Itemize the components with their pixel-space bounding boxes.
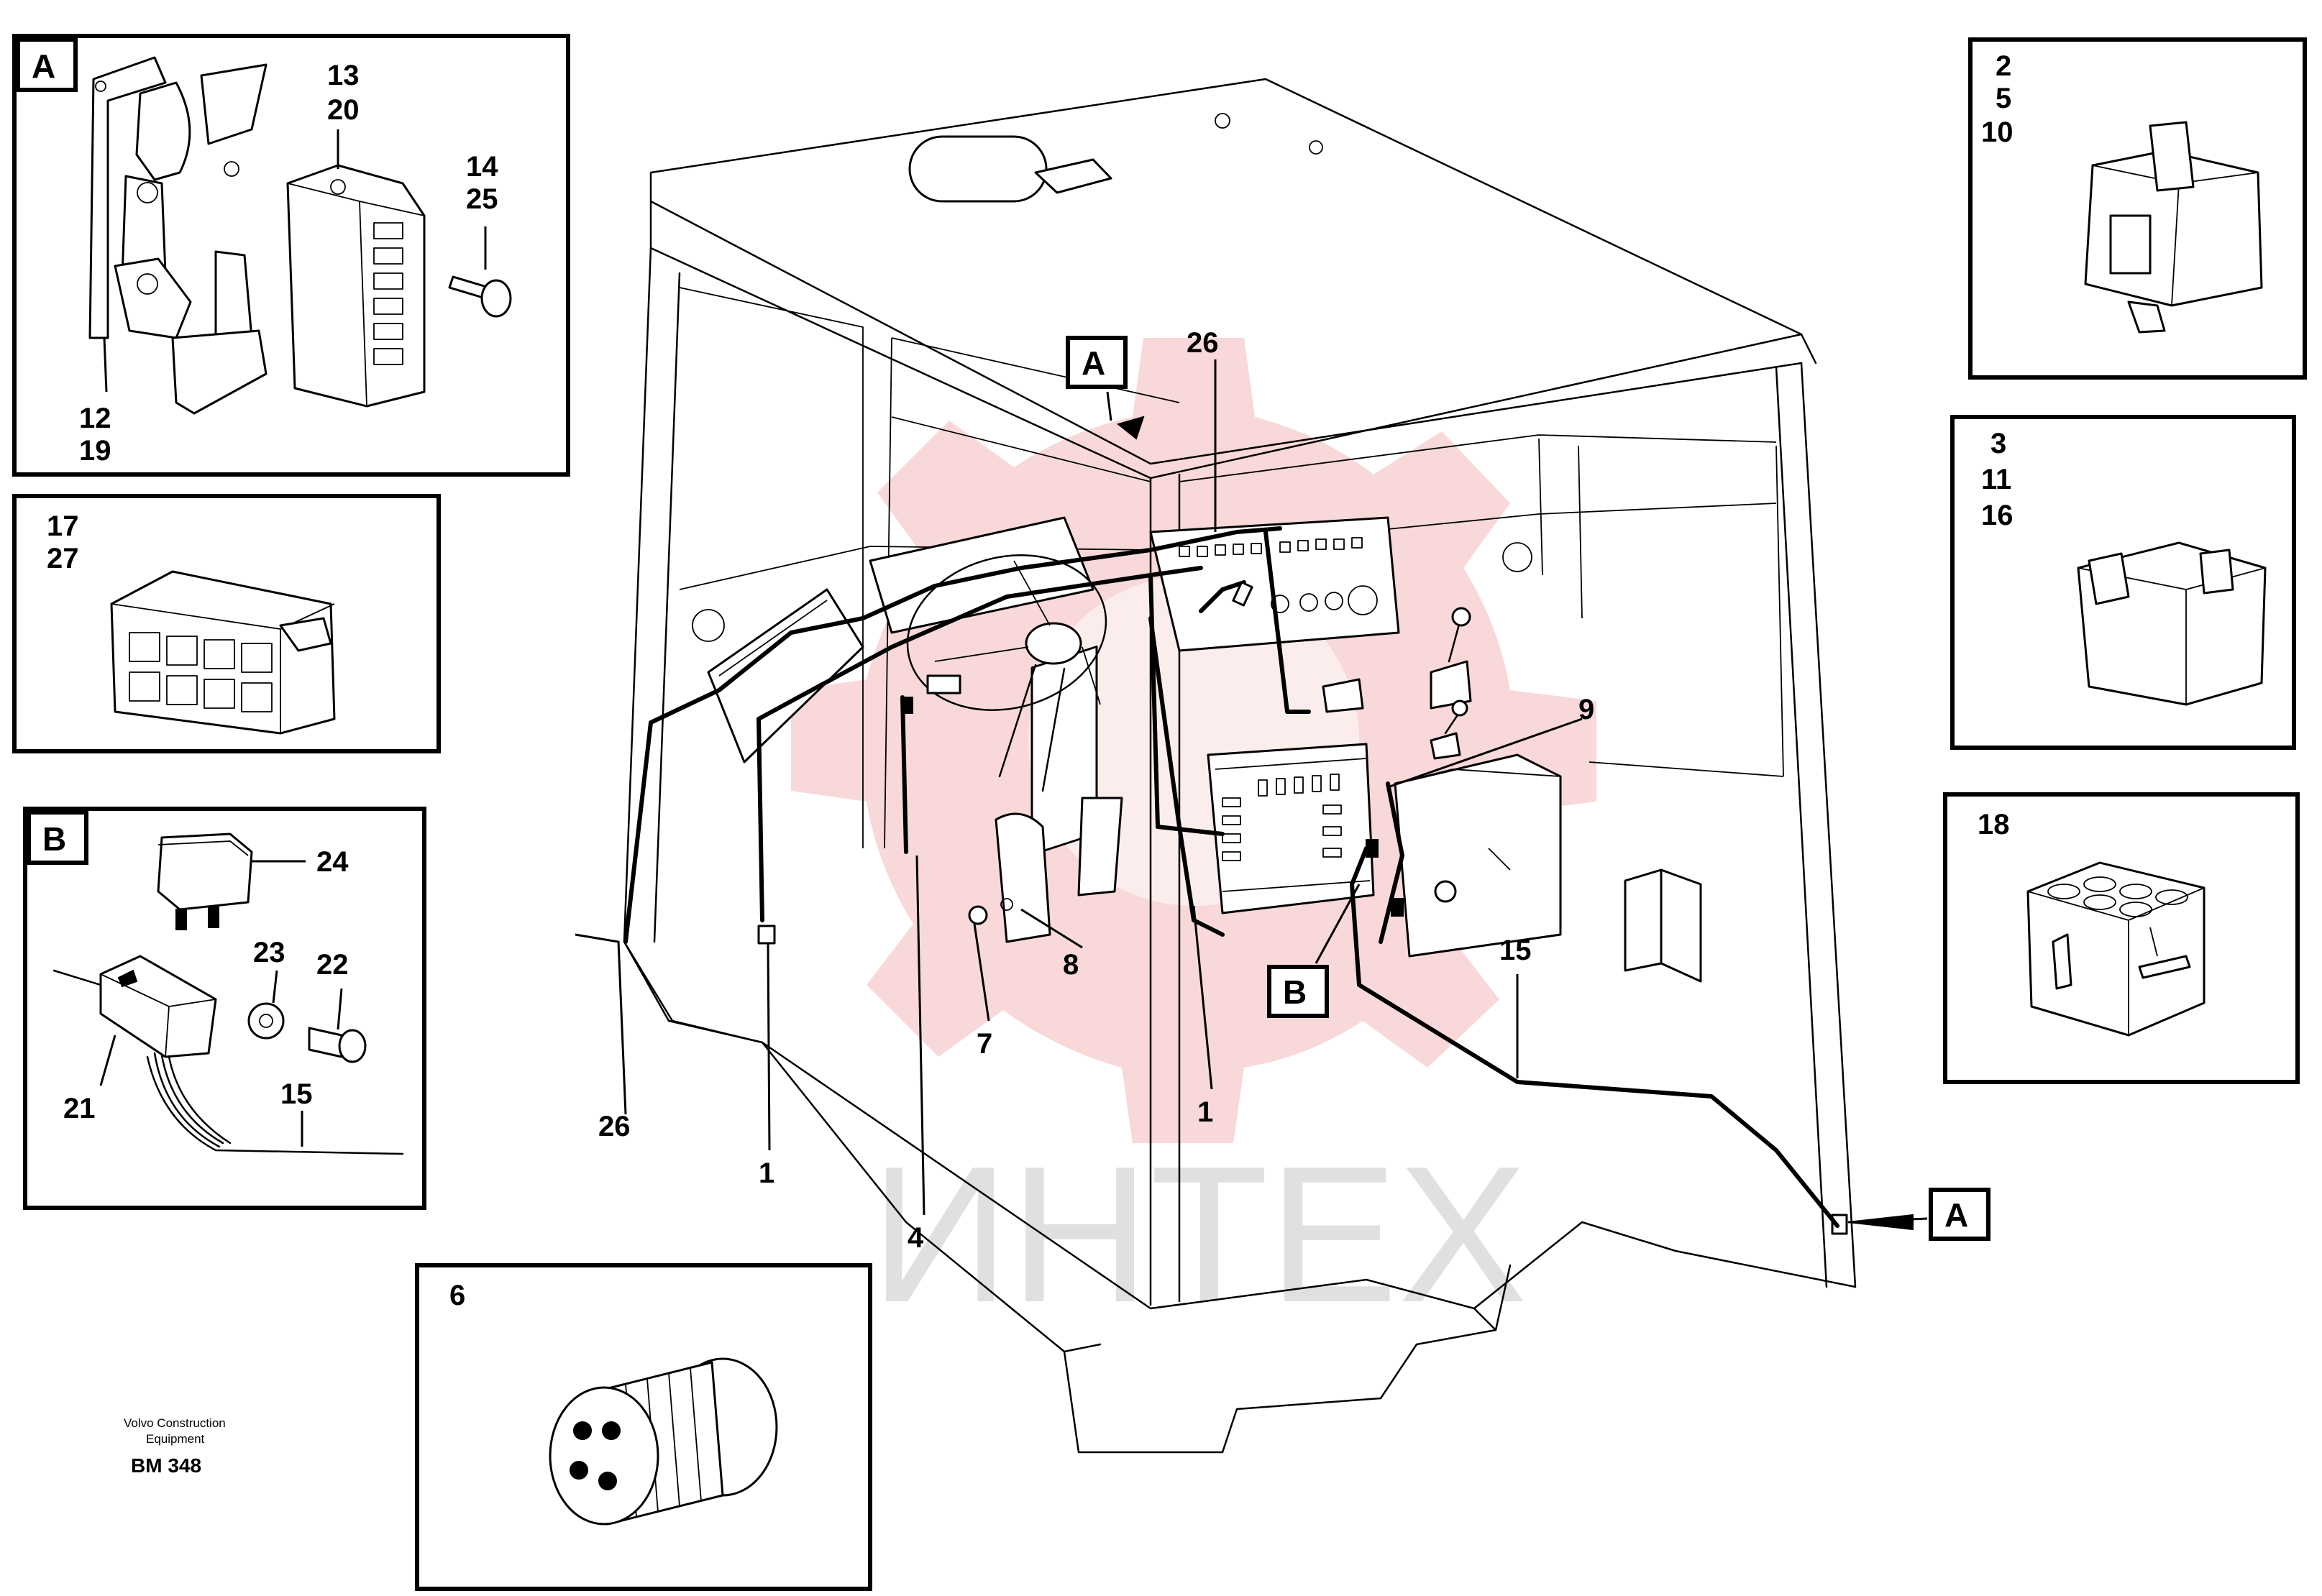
panel-B-label-21: 21 [63,1093,96,1124]
panel-6-label: 6 [449,1280,465,1311]
callout-15-cab: 15 [1499,935,1532,966]
panel-17-label: 17 [47,510,79,542]
connector-8pin-part [110,570,336,735]
connector-plug-part [2084,121,2263,334]
round-connector-part [549,1357,778,1526]
fuse-box-part [286,129,426,408]
tag-A-lower-text: A [1944,1196,1968,1234]
panel-A-label-25: 25 [466,183,498,215]
panel-B-label-24: 24 [316,846,349,878]
callout-8: 8 [1063,949,1079,981]
panel-B-label-22: 22 [316,949,349,981]
tag-B-text: B [1283,973,1307,1011]
footer-line1: Volvo Construction [124,1416,226,1430]
wiring-harness [623,526,1839,1228]
indicator-lamps [1179,537,1378,615]
leader-lines [575,359,1928,1231]
callout-26-left: 26 [598,1111,631,1142]
callout-tag-A-upper: A [1066,336,1128,389]
panel-A-label-20: 20 [327,94,360,126]
footer-reference: Volvo Construction Equipment BM 348 [124,1416,226,1477]
panel-10-label: 10 [1981,116,2014,148]
detail-panel-connector-17-27: 17 27 [12,494,441,753]
detail-panel-A: A [12,34,570,477]
panel-5-label: 5 [1996,83,2011,114]
panel-16-label: 16 [1981,500,2014,531]
callout-4: 4 [908,1222,924,1254]
panel-27-label: 27 [47,543,79,574]
detail-panel-connector-2-5-10: 2 5 10 [1968,37,2307,380]
callout-26-top: 26 [1187,327,1219,359]
panel-A-label-12: 12 [79,403,111,434]
connector-housing-part [2077,541,2267,706]
callout-7: 7 [977,1028,992,1060]
callout-tag-A-lower: A [1929,1188,1990,1241]
callout-tag-B: B [1267,965,1329,1018]
bracket-part [88,56,268,415]
watermark-text: ИНТЕХ [870,1127,1527,1343]
tag-A-upper-text: A [1082,344,1105,382]
detail-panel-B: B 24 [23,807,426,1210]
panel-18-label: 18 [1978,809,2010,840]
watermark-gear-icon [791,338,1596,1143]
footer-bm-number: BM 348 [131,1454,201,1477]
footer-line2: Equipment [146,1432,205,1446]
callout-1-left: 1 [759,1157,774,1189]
panel-B-label-23: 23 [253,937,285,968]
screw-part [448,226,512,318]
detail-panel-connector-3-11-16: 3 11 16 [1950,415,2296,750]
panel-B-label-15: 15 [280,1078,313,1110]
panel-2-label: 2 [1996,50,2011,82]
detail-panel-connector-6: 6 [415,1263,872,1591]
relay-part [157,833,306,930]
panel-B-tag: B [42,820,66,858]
panel-11-label: 11 [1981,464,2011,495]
panel-3-label: 3 [1990,428,2006,459]
detail-panel-connector-18: 18 [1943,792,2300,1084]
callout-1-right: 1 [1197,1096,1213,1128]
callout-9: 9 [1578,694,1594,725]
panel-A-label-13: 13 [327,60,360,91]
panel-A-tag: A [32,47,55,85]
panel-A-label-19: 19 [79,435,111,467]
panel-A-label-14: 14 [466,151,498,183]
relay-socket-part [52,955,404,1155]
washer-screw-part [247,970,367,1147]
socket-part [2026,861,2206,1037]
